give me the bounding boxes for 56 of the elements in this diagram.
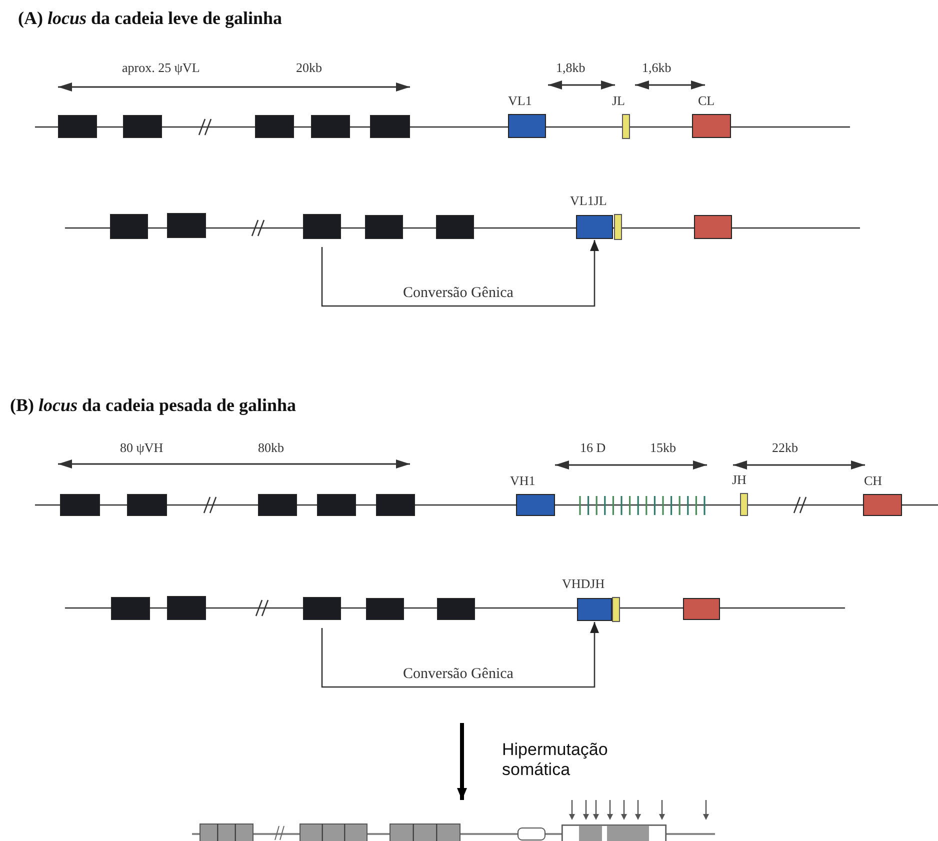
gene-segment-box xyxy=(60,494,100,516)
gene-segment-box xyxy=(365,215,403,239)
segment-label: VH1 xyxy=(510,473,536,489)
gene-segment-box xyxy=(863,494,902,516)
gene-segment-box xyxy=(366,598,404,620)
gene-segment-box xyxy=(576,215,613,239)
section-heading: (B) locus da cadeia pesada de galinha xyxy=(10,395,296,416)
gene-segment-box xyxy=(370,115,410,138)
segment-label: 15kb xyxy=(650,440,676,456)
segment-label: JH xyxy=(732,472,746,488)
gene-segment-box xyxy=(255,115,294,138)
edge-label: Conversão Gênica xyxy=(403,285,514,302)
segment-label: aprox. 25 ψVL xyxy=(122,60,200,76)
gene-segment-box xyxy=(436,215,474,239)
j-segment-bar xyxy=(614,214,622,240)
gene-segment-box xyxy=(376,494,415,516)
gene-segment-box xyxy=(508,114,546,138)
gene-segment-box xyxy=(317,494,356,516)
conversion-arrow xyxy=(321,622,599,688)
j-segment-bar xyxy=(622,114,630,139)
segment-label: CH xyxy=(864,473,882,489)
segment-label: 22kb xyxy=(772,440,798,456)
gene-segment-box xyxy=(311,115,350,138)
conversion-arrow xyxy=(321,240,599,307)
process-label: Hipermutação somática xyxy=(502,740,609,781)
gene-segment-box xyxy=(111,597,150,620)
gene-segment-box xyxy=(303,597,341,620)
gene-segment-box xyxy=(516,494,555,516)
gene-segment-box xyxy=(127,494,167,516)
gene-segment-box xyxy=(123,115,162,138)
gene-segment-box xyxy=(110,214,148,239)
segment-label: 16 D xyxy=(580,440,606,456)
segment-label: 1,8kb xyxy=(556,60,586,76)
edge-label: Conversão Gênica xyxy=(403,666,514,683)
segment-label: VL1 xyxy=(508,93,532,109)
segment-label: 1,6kb xyxy=(642,60,672,76)
gene-segment-box xyxy=(258,494,297,516)
section-heading: (A) locus da cadeia leve de galinha xyxy=(18,8,282,29)
j-segment-bar xyxy=(612,597,620,622)
gene-segment-box xyxy=(694,215,732,239)
gene-segment-box xyxy=(437,598,475,620)
j-segment-bar xyxy=(740,493,748,516)
gene-segment-box xyxy=(303,214,341,239)
segment-label: JL xyxy=(612,93,625,109)
segment-label: VHDJH xyxy=(562,576,605,592)
segment-label: 80kb xyxy=(258,440,284,456)
segment-label: 80 ψVH xyxy=(120,440,164,456)
gene-segment-box xyxy=(692,114,731,138)
segment-label: CL xyxy=(698,93,715,109)
gene-segment-box xyxy=(577,598,612,621)
gene-segment-box xyxy=(167,213,206,238)
segment-label: VL1JL xyxy=(570,193,607,209)
gene-segment-box xyxy=(683,598,720,620)
segment-label: 20kb xyxy=(296,60,322,76)
gene-segment-box xyxy=(167,596,206,620)
gene-segment-box xyxy=(58,115,97,138)
